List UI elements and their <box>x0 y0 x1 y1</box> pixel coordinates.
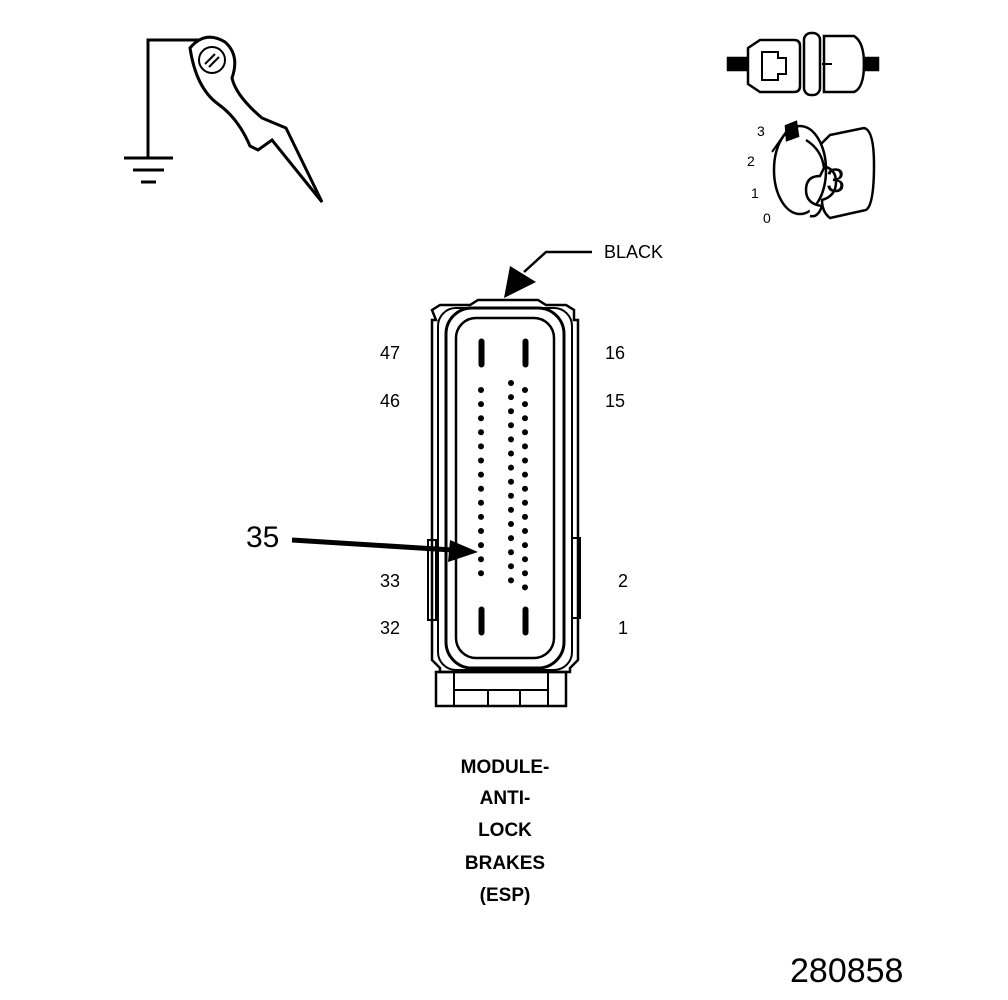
ignition-key-number: 3 <box>826 162 845 200</box>
pin-contact <box>522 429 528 436</box>
figure-number: 280858 <box>790 952 904 990</box>
pin-contact <box>508 492 514 499</box>
pin-contact <box>478 556 484 563</box>
pin-contact <box>478 457 484 464</box>
pin-contact <box>508 535 514 542</box>
pin-contact <box>508 563 514 570</box>
color-callout-leader <box>504 250 592 298</box>
pin-contact <box>478 570 484 577</box>
module-title-line: MODULE- <box>460 757 550 778</box>
pin-contact <box>508 549 514 556</box>
pin-contact <box>478 513 484 520</box>
pin-contact <box>508 394 514 401</box>
pin-contact <box>508 478 514 485</box>
ignition-position-2: 2 <box>747 153 755 169</box>
pin-contact <box>522 584 528 591</box>
module-title-line: (ESP) <box>479 885 531 906</box>
pin-contact <box>478 415 484 422</box>
ignition-position-1: 1 <box>751 185 759 201</box>
pin-label-16: 16 <box>605 343 626 363</box>
pin-contact <box>508 450 514 457</box>
pin-contact <box>522 513 528 520</box>
ground-probe-icon <box>124 35 324 203</box>
pin-contact <box>508 408 514 415</box>
pin-contact <box>478 499 484 506</box>
pin-array <box>478 380 528 591</box>
pin-contact <box>522 387 528 393</box>
pin-contact <box>478 471 484 478</box>
pin-contact <box>522 528 528 534</box>
pin-contact <box>508 436 514 443</box>
pin-contact <box>478 387 484 393</box>
pin-contact <box>522 471 528 478</box>
pin-label-1: 1 <box>618 618 629 638</box>
ignition-position-3: 3 <box>757 123 765 139</box>
pin-contact <box>508 577 514 584</box>
pin-contact <box>478 542 484 549</box>
module-title-line: BRAKES <box>464 853 546 874</box>
pin-contact <box>522 542 528 549</box>
pin-contact <box>478 401 484 408</box>
pin-contact <box>522 401 528 408</box>
module-title-line: LOCK <box>478 820 532 841</box>
disconnected-connector-icon <box>726 31 880 97</box>
callout-pin-number: 35 <box>246 521 280 554</box>
pin-contact <box>478 485 484 492</box>
pin-contact <box>508 521 514 527</box>
pin-contact <box>478 429 484 436</box>
module-title-line: ANTI- <box>479 788 531 809</box>
pin-label-15: 15 <box>605 391 626 411</box>
ignition-position-0: 0 <box>763 210 771 226</box>
pin-callout-arrow <box>291 537 478 562</box>
pin-contact <box>508 422 514 429</box>
connector-body <box>427 298 581 708</box>
pin-label-32: 32 <box>379 618 400 638</box>
pin-label-47: 47 <box>379 343 400 363</box>
ignition-switch-icon <box>771 120 876 220</box>
pin-contact <box>522 556 528 563</box>
pin-contact <box>478 443 484 450</box>
pin-label-46: 46 <box>379 391 400 411</box>
pin-contact <box>508 464 514 471</box>
pin-contact <box>522 415 528 422</box>
pin-contact <box>522 443 528 450</box>
pin-contact <box>522 485 528 492</box>
pin-contact <box>522 457 528 464</box>
pin-label-2: 2 <box>618 571 629 591</box>
pin-contact <box>508 380 514 386</box>
pin-contact <box>508 506 514 513</box>
pin-contact <box>522 570 528 577</box>
pin-contact <box>522 499 528 506</box>
pin-label-33: 33 <box>379 571 400 591</box>
connector-color-label: BLACK <box>604 242 664 262</box>
pin-contact <box>478 528 484 534</box>
